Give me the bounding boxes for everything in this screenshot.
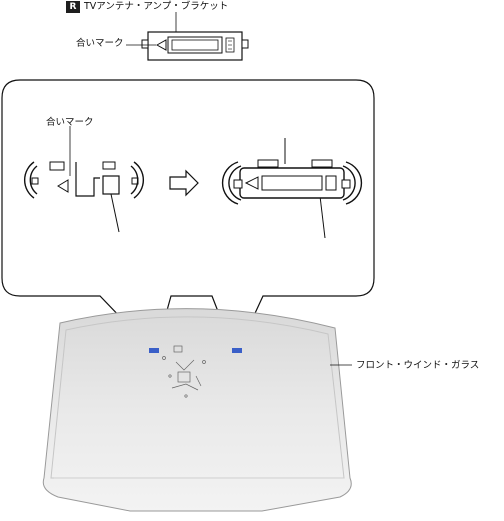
step-arrow-icon xyxy=(169,169,199,197)
bracket-marker-right xyxy=(232,348,242,353)
top-bracket-view xyxy=(126,12,249,61)
bracket-profile xyxy=(75,162,100,197)
bracket-marker-left xyxy=(149,348,159,353)
step-before xyxy=(24,126,144,233)
right-clip-arc-a xyxy=(130,165,139,195)
windshield-label: フロント・ウインド・ガラス xyxy=(356,360,480,371)
alignment-triangle-top xyxy=(155,39,167,51)
left-clip-arc-a xyxy=(24,161,35,199)
callout-balloon xyxy=(1,79,375,351)
right-clip-arc-b xyxy=(133,161,144,199)
bracket-tab-left xyxy=(141,39,149,49)
left-clip-arc-b xyxy=(29,165,38,195)
alignment-triangle-inset xyxy=(57,179,69,193)
bracket-inner-top xyxy=(171,39,219,51)
rearview-mirror-mount xyxy=(162,345,206,398)
bracket-tab-right xyxy=(241,39,249,49)
alignment-mark-label-inset: 合いマーク xyxy=(46,117,94,128)
part-code-badge: R xyxy=(66,1,80,13)
windshield xyxy=(42,308,352,512)
windshield-glass xyxy=(42,308,352,512)
step-after xyxy=(221,138,363,239)
part-title: TVアンテナ・アンプ・ブラケット xyxy=(84,1,229,12)
alignment-mark-label: 合いマーク xyxy=(76,38,124,49)
